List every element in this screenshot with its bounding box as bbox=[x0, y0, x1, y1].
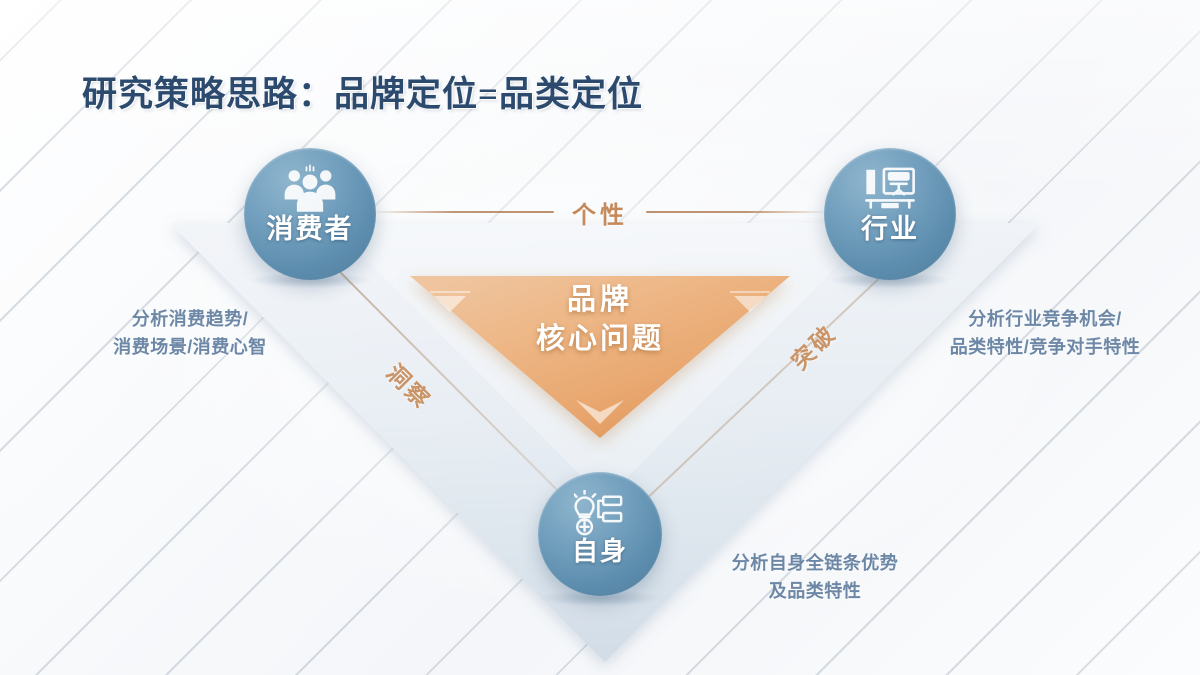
caption-self-line2: 及品类特性 bbox=[768, 580, 862, 601]
caption-consumer-line2: 消费场景/消费心智 bbox=[113, 336, 267, 357]
rule-right bbox=[646, 211, 830, 213]
caption-consumer: 分析消费趋势/ 消费场景/消费心智 bbox=[60, 306, 320, 362]
factory-blueprint-icon bbox=[865, 167, 915, 209]
node-consumer-label: 消费者 bbox=[266, 214, 354, 244]
top-keyword-label: 个性 bbox=[572, 201, 628, 229]
rule-left bbox=[370, 211, 554, 213]
people-group-icon bbox=[284, 164, 336, 212]
node-consumer[interactable]: 消费者 bbox=[244, 148, 376, 280]
caption-industry: 分析行业竞争机会/ 品类特性/竞争对手特性 bbox=[900, 306, 1190, 362]
lightbulb-gear-icon bbox=[574, 490, 623, 536]
caption-industry-line1: 分析行业竞争机会/ bbox=[968, 309, 1122, 329]
node-self[interactable]: 自身 bbox=[538, 472, 662, 596]
center-triangle bbox=[410, 276, 790, 438]
node-industry[interactable]: 行业 bbox=[824, 148, 956, 280]
node-industry-label: 行业 bbox=[861, 214, 919, 244]
caption-consumer-line1: 分析消费趋势/ bbox=[131, 309, 249, 329]
caption-self: 分析自身全链条优势 及品类特性 bbox=[680, 550, 950, 606]
top-keyword-band: 个性 bbox=[370, 195, 830, 229]
node-self-label: 自身 bbox=[571, 536, 628, 566]
page-title: 研究策略思路：品牌定位=品类定位 bbox=[82, 75, 643, 114]
caption-industry-line2: 品类特性/竞争对手特性 bbox=[949, 336, 1141, 357]
caption-self-line1: 分析自身全链条优势 bbox=[731, 553, 899, 573]
